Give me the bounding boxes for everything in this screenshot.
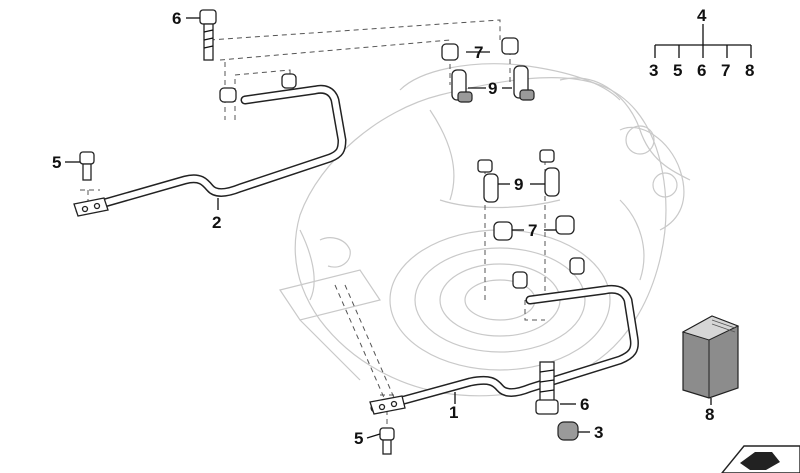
leader-lines: [65, 17, 712, 439]
tree-child-label: 5: [673, 61, 682, 80]
callout-7-top: 7: [474, 43, 483, 62]
tree-child-label: 7: [721, 61, 730, 80]
callout-6-bottom: 6: [580, 395, 589, 414]
bracket-bar-lower: [369, 257, 639, 415]
tree-child-label: 3: [649, 61, 658, 80]
engine-outline: [279, 63, 691, 397]
callout-5-bottom: 5: [354, 429, 363, 448]
callout-7-mid: 7: [528, 221, 537, 240]
part-hierarchy-tree: 4 3 5 6 7 8: [649, 6, 754, 80]
bushings-mid: [477, 149, 575, 241]
tree-child-label: 6: [697, 61, 706, 80]
screw-top: [79, 151, 95, 181]
callout-5-top: 5: [52, 153, 61, 172]
callout-labels: 6 7 9 5 2 9 7 1 6 3 5 8: [52, 9, 714, 448]
bolt-long-bottom: [535, 361, 559, 415]
arrow-icon: [721, 445, 800, 473]
tree-child-label: 8: [745, 61, 754, 80]
callout-1: 1: [449, 403, 458, 422]
tree-root-label: 4: [697, 6, 707, 25]
callout-3: 3: [594, 423, 603, 442]
callout-2: 2: [212, 213, 221, 232]
screw-bottom: [379, 427, 395, 455]
booklet-icon: [681, 315, 740, 399]
callout-6-top: 6: [172, 9, 181, 28]
bolt-long-top: [199, 9, 217, 61]
callout-8: 8: [705, 405, 714, 424]
cap-3: [557, 421, 579, 441]
bracket-bar-upper: [73, 73, 347, 217]
callout-9-mid: 9: [514, 175, 523, 194]
callout-9-top: 9: [488, 79, 497, 98]
bushings-upper: [441, 37, 535, 103]
hardware: [79, 9, 579, 455]
